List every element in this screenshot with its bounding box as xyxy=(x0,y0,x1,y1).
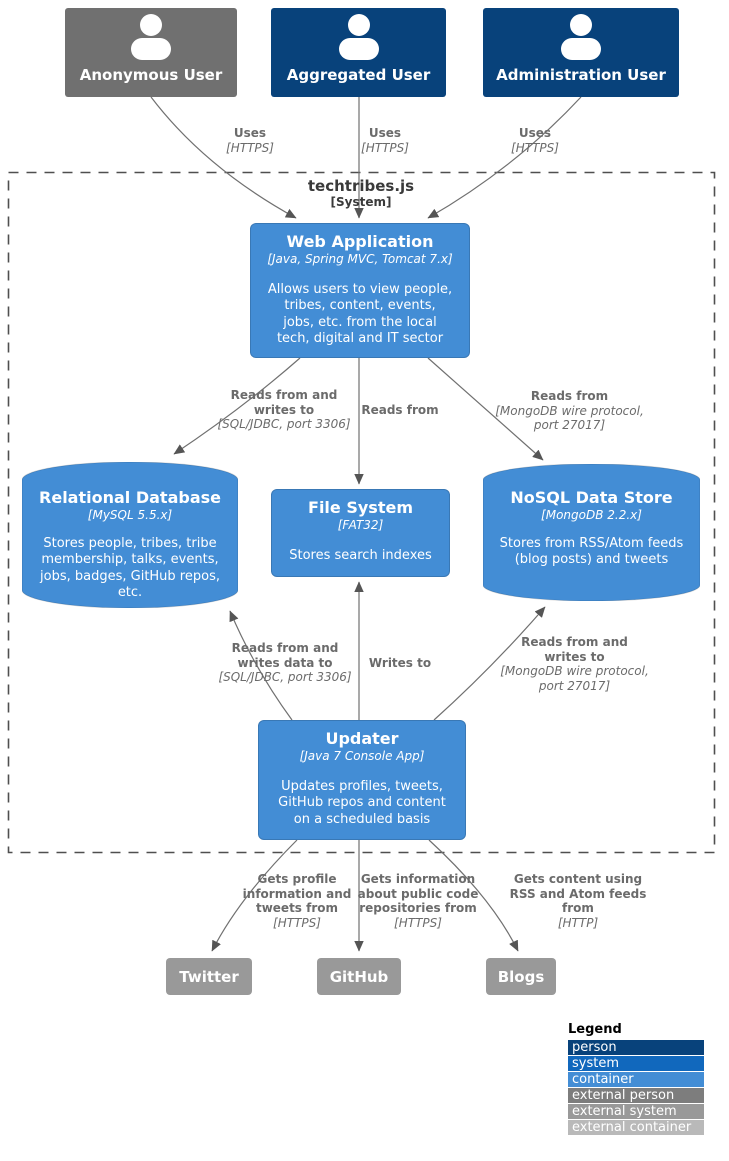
node-title: Relational Database xyxy=(39,488,221,507)
legend-item-system: system xyxy=(568,1056,704,1071)
actor-aggregated-user: Aggregated User xyxy=(271,8,446,97)
rel-webapp-nosql: Reads from [MongoDB wire protocol, port … xyxy=(487,389,652,433)
node-desc: Stores search indexes xyxy=(289,547,432,563)
external-blogs: Blogs xyxy=(486,958,556,995)
legend-item-external-container: external container xyxy=(568,1120,704,1135)
rel-text: Reads from and writes to xyxy=(230,388,338,417)
rel-updater-nosql: Reads from and writes to [MongoDB wire p… xyxy=(492,635,657,694)
actor-label: Anonymous User xyxy=(79,66,223,84)
rel-tech: [HTTPS] xyxy=(394,915,442,930)
cylinder-shape xyxy=(483,464,700,601)
actor-administration-user: Administration User xyxy=(483,8,679,97)
rel-tech: [SQL/JDBC, port 3306] xyxy=(218,670,352,685)
node-title: NoSQL Data Store xyxy=(510,488,673,507)
rel-text: Reads from xyxy=(530,389,609,403)
rel-tech: [HTTPS] xyxy=(361,140,409,155)
cylinder-shape xyxy=(22,462,238,608)
node-web-application: Web Application [Java, Spring MVC, Tomca… xyxy=(250,223,470,358)
system-type: [System] xyxy=(330,195,392,209)
rel-tech: [MongoDB wire protocol, port 27017] xyxy=(500,664,649,693)
legend-title: Legend xyxy=(568,1022,622,1037)
rel-tech: [HTTP] xyxy=(557,915,599,930)
rel-text: Writes to xyxy=(368,656,432,670)
person-icon xyxy=(561,14,601,60)
legend-item-external-system: external system xyxy=(568,1104,704,1119)
legend: Legend person system container external … xyxy=(568,1022,704,1136)
rel-tech: [HTTPS] xyxy=(511,140,559,155)
legend-item-external-person: external person xyxy=(568,1088,704,1103)
external-label: GitHub xyxy=(329,967,389,986)
legend-item-person: person xyxy=(568,1040,704,1055)
rel-tech: [HTTPS] xyxy=(226,140,274,155)
rel-text: Gets information about public code repos… xyxy=(357,872,479,916)
external-label: Twitter xyxy=(179,967,239,986)
node-relational-database: Relational Database [MySQL 5.5.x] Stores… xyxy=(22,462,238,608)
rel-updater-twitter: Gets profile information and tweets from… xyxy=(227,872,367,931)
rel-text: Uses xyxy=(368,126,402,140)
rel-anonymous-uses: Uses [HTTPS] xyxy=(195,126,305,155)
rel-webapp-fs: Reads from xyxy=(358,403,442,418)
rel-text: Uses xyxy=(233,126,267,140)
external-twitter: Twitter xyxy=(166,958,252,995)
node-desc: Stores from RSS/Atom feeds (blog posts) … xyxy=(499,535,684,568)
node-desc: Allows users to view people, tribes, con… xyxy=(267,281,453,347)
legend-item-container: container xyxy=(568,1072,704,1087)
rel-text: Reads from xyxy=(361,403,439,417)
external-github: GitHub xyxy=(317,958,401,995)
actor-label: Aggregated User xyxy=(286,66,431,84)
node-file-system: File System [FAT32] Stores search indexe… xyxy=(271,489,450,577)
actor-anonymous-user: Anonymous User xyxy=(65,8,237,97)
rel-text: Uses xyxy=(518,126,552,140)
rel-tech: [SQL/JDBC, port 3306] xyxy=(217,417,351,432)
rel-aggregated-uses: Uses [HTTPS] xyxy=(330,126,440,155)
system-boundary-title: techtribes.js [System] xyxy=(261,177,461,209)
node-desc: Updates profiles, tweets, GitHub repos a… xyxy=(278,778,446,827)
node-tech: [Java, Spring MVC, Tomcat 7.x] xyxy=(267,252,453,266)
node-tech: [FAT32] xyxy=(337,518,384,532)
node-title: File System xyxy=(308,498,413,517)
rel-tech: [MongoDB wire protocol, port 27017] xyxy=(495,403,644,433)
rel-text: Reads from and writes data to xyxy=(231,641,339,670)
node-tech: [Java 7 Console App] xyxy=(299,749,425,763)
node-tech: [MongoDB 2.2.x] xyxy=(541,508,642,522)
system-name: techtribes.js xyxy=(307,177,415,195)
rel-text: Gets profile information and tweets from xyxy=(242,872,352,916)
rel-webapp-rdb: Reads from and writes to [SQL/JDBC, port… xyxy=(204,388,364,432)
rel-text: Gets content using RSS and Atom feeds fr… xyxy=(509,872,647,916)
rel-updater-github: Gets information about public code repos… xyxy=(348,872,488,931)
external-label: Blogs xyxy=(497,967,545,986)
node-nosql-data-store: NoSQL Data Store [MongoDB 2.2.x] Stores … xyxy=(483,464,700,601)
rel-updater-blogs: Gets content using RSS and Atom feeds fr… xyxy=(498,872,658,931)
node-updater: Updater [Java 7 Console App] Updates pro… xyxy=(258,720,466,840)
node-desc: Stores people, tribes, tribe membership,… xyxy=(40,535,220,601)
node-tech: [MySQL 5.5.x] xyxy=(87,508,173,522)
rel-updater-fs: Writes to xyxy=(358,656,442,671)
rel-text: Reads from and writes to xyxy=(521,635,628,664)
person-icon xyxy=(338,14,379,60)
person-icon xyxy=(131,14,171,60)
rel-tech: [HTTPS] xyxy=(273,915,321,930)
node-title: Updater xyxy=(325,729,399,748)
node-title: Web Application xyxy=(286,232,434,251)
actor-label: Administration User xyxy=(496,66,666,84)
rel-admin-uses: Uses [HTTPS] xyxy=(480,126,590,155)
rel-updater-rdb: Reads from and writes data to [SQL/JDBC,… xyxy=(205,641,365,685)
